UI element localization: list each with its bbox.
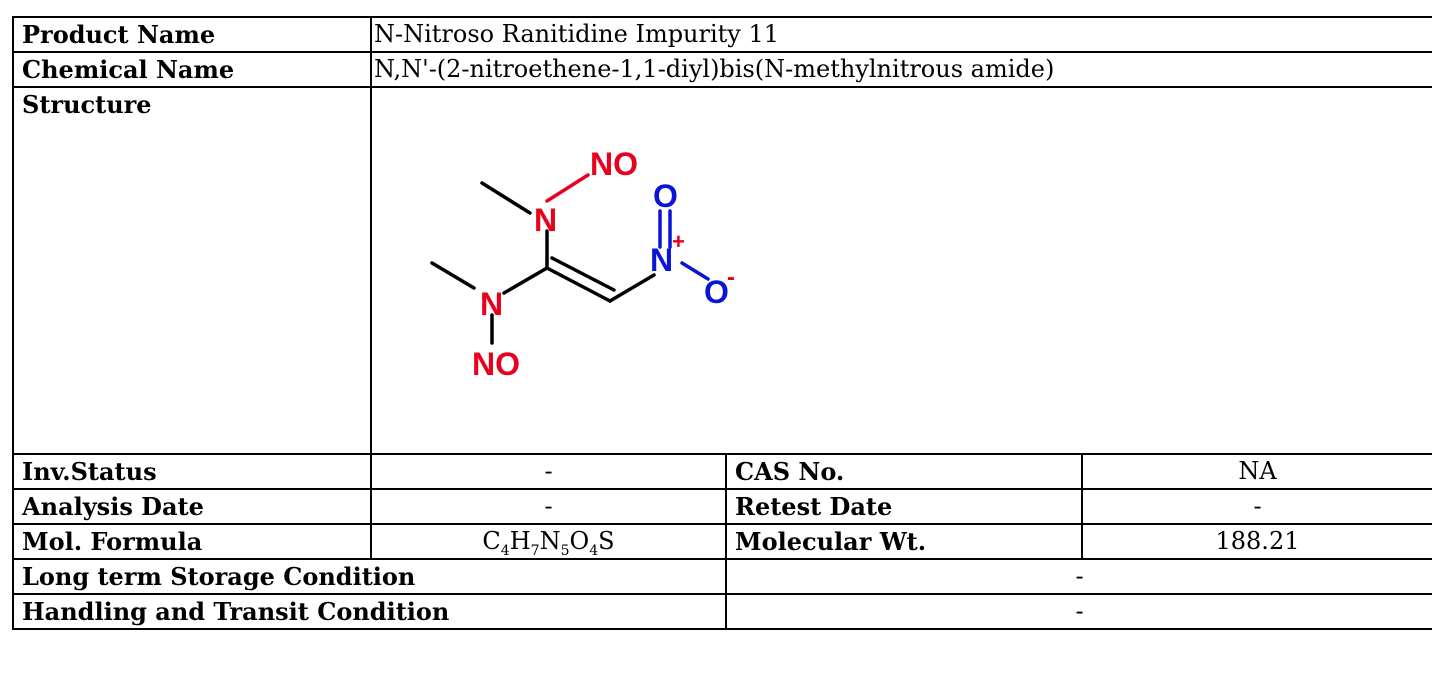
row-mol-formula: Mol. Formula C4H7N5O4S Molecular Wt. 188… bbox=[12, 523, 1432, 560]
formula-c-count: 4 bbox=[500, 542, 510, 559]
retest-date-label: Retest Date bbox=[725, 488, 1083, 525]
atom-n-plus: N bbox=[650, 242, 673, 278]
formula-o-count: 4 bbox=[589, 542, 599, 559]
product-spec-table: Product Name N-Nitroso Ranitidine Impuri… bbox=[12, 16, 1432, 630]
formula-h-count: 7 bbox=[530, 542, 540, 559]
handling-transit-value: - bbox=[725, 593, 1432, 630]
row-inv-status: Inv.Status - CAS No. NA bbox=[12, 453, 1432, 490]
mol-formula-value: C4H7N5O4S bbox=[370, 523, 727, 560]
charge-minus: - bbox=[727, 264, 735, 291]
charge-plus: + bbox=[672, 229, 685, 254]
inv-status-label: Inv.Status bbox=[12, 453, 372, 490]
row-long-term-storage: Long term Storage Condition - bbox=[12, 558, 1432, 595]
chemical-name-label: Chemical Name bbox=[12, 51, 372, 88]
row-product-name: Product Name N-Nitroso Ranitidine Impuri… bbox=[12, 16, 1432, 53]
formula-n: N bbox=[539, 527, 561, 555]
atom-n-bottom: N bbox=[480, 286, 503, 322]
mol-formula-label: Mol. Formula bbox=[12, 523, 372, 560]
analysis-date-label: Analysis Date bbox=[12, 488, 372, 525]
product-name-value: N-Nitroso Ranitidine Impurity 11 bbox=[370, 16, 1432, 53]
long-term-storage-label: Long term Storage Condition bbox=[12, 558, 727, 595]
bond-carbon-nplus bbox=[608, 273, 656, 303]
bond-carbon-lower-n bbox=[502, 266, 549, 295]
long-term-storage-value: - bbox=[725, 558, 1432, 595]
row-chemical-name: Chemical Name N,N'-(2-nitroethene-1,1-di… bbox=[12, 51, 1432, 88]
cas-no-label: CAS No. bbox=[725, 453, 1083, 490]
row-handling-transit: Handling and Transit Condition - bbox=[12, 593, 1432, 630]
chemical-structure-diagram: NO N O N + O - N NO bbox=[430, 146, 735, 382]
chemical-name-value: N,N'-(2-nitroethene-1,1-diyl)bis(N-methy… bbox=[370, 51, 1432, 88]
row-structure: Structure bbox=[12, 86, 1432, 455]
formula-h: H bbox=[509, 527, 531, 555]
formula-s: S bbox=[598, 527, 615, 555]
bond-nplus-ominus bbox=[680, 261, 710, 281]
cas-no-value: NA bbox=[1081, 453, 1432, 490]
bond-upper-n-no bbox=[545, 173, 590, 203]
bond-methyl-lower bbox=[430, 261, 476, 290]
structure-label: Structure bbox=[12, 86, 372, 455]
row-analysis-date: Analysis Date - Retest Date - bbox=[12, 488, 1432, 525]
bond-methyl-upper bbox=[480, 181, 532, 215]
atom-no-top: NO bbox=[590, 146, 638, 182]
molecular-wt-label: Molecular Wt. bbox=[725, 523, 1083, 560]
atom-n-top: N bbox=[534, 202, 557, 238]
bond-cc-double-a bbox=[545, 266, 612, 303]
handling-transit-label: Handling and Transit Condition bbox=[12, 593, 727, 630]
atom-no-bottom: NO bbox=[472, 346, 520, 382]
atom-o-minus: O bbox=[704, 274, 729, 310]
formula-n-count: 5 bbox=[560, 542, 570, 559]
structure-cell: NO N O N + O - N NO bbox=[370, 86, 1432, 455]
formula-o: O bbox=[569, 527, 590, 555]
molecular-wt-value: 188.21 bbox=[1081, 523, 1432, 560]
analysis-date-value: - bbox=[370, 488, 727, 525]
product-name-label: Product Name bbox=[12, 16, 372, 53]
bond-cc-double-b bbox=[550, 256, 616, 292]
inv-status-value: - bbox=[370, 453, 727, 490]
retest-date-value: - bbox=[1081, 488, 1432, 525]
atom-o-double: O bbox=[653, 178, 678, 214]
formula-c: C bbox=[482, 527, 501, 555]
